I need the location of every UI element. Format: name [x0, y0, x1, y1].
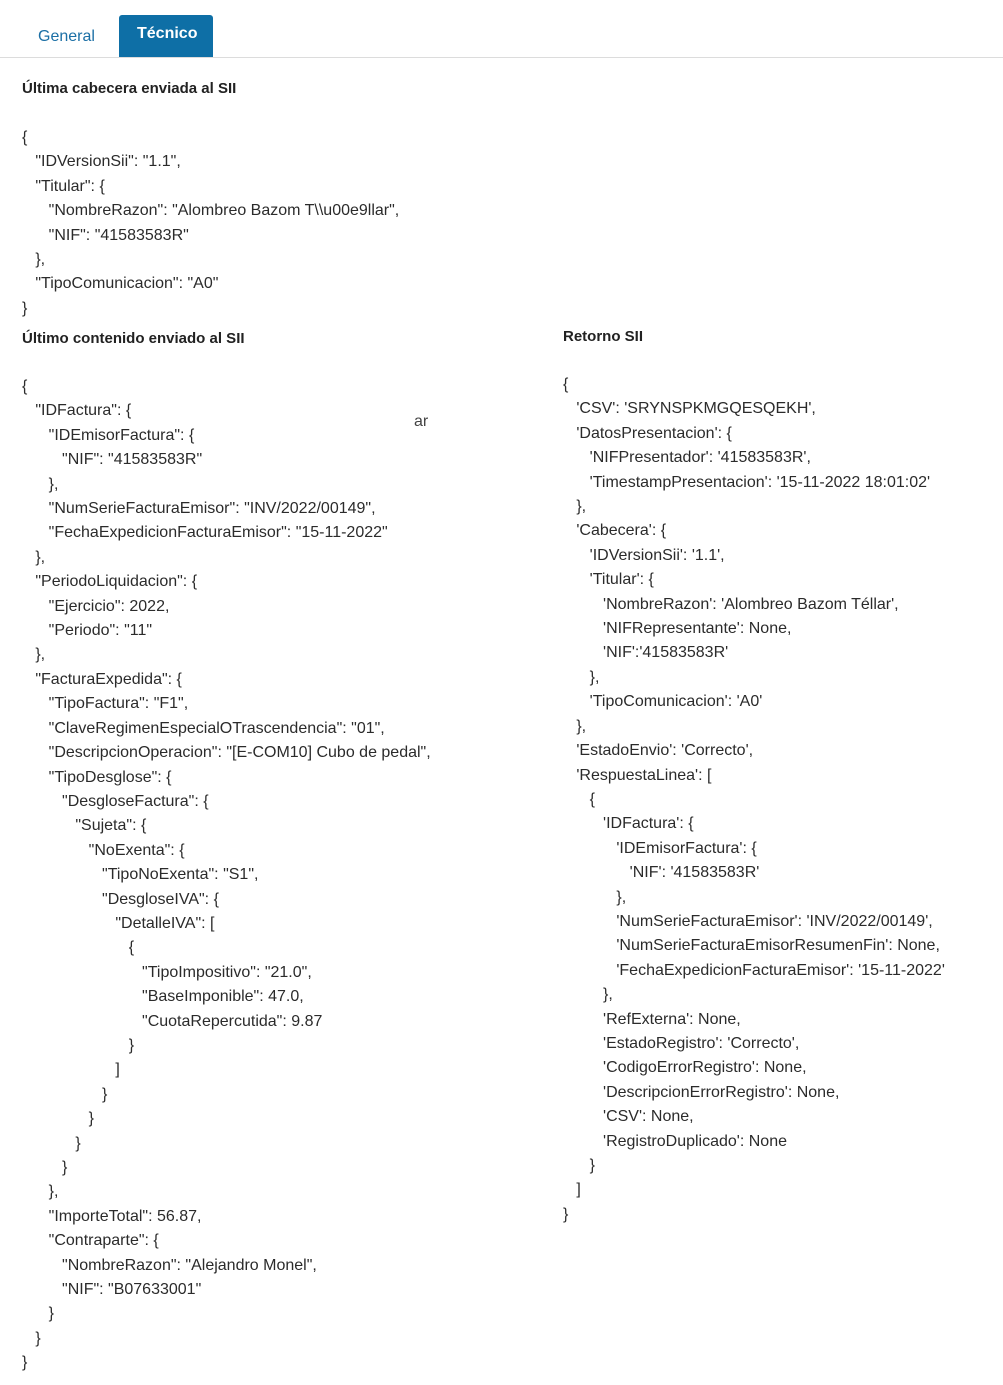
cabecera-title: Última cabecera enviada al SII — [22, 80, 237, 97]
contenido-json: { "IDFactura": { "IDEmisorFactura": { "N… — [22, 378, 431, 1372]
tab-general[interactable]: General — [38, 28, 95, 45]
stray-text: ar — [414, 413, 429, 430]
tab-tecnico[interactable]: Técnico — [119, 15, 213, 57]
retorno-json: { 'CSV': 'SRYNSPKMGQESQEKH', 'DatosPrese… — [563, 376, 945, 1223]
tab-bar: General Técnico — [0, 15, 1003, 58]
cabecera-json: { "IDVersionSii": "1.1", "Titular": { "N… — [22, 129, 400, 317]
contenido-title: Último contenido enviado al SII — [22, 330, 245, 347]
retorno-title: Retorno SII — [563, 328, 644, 345]
